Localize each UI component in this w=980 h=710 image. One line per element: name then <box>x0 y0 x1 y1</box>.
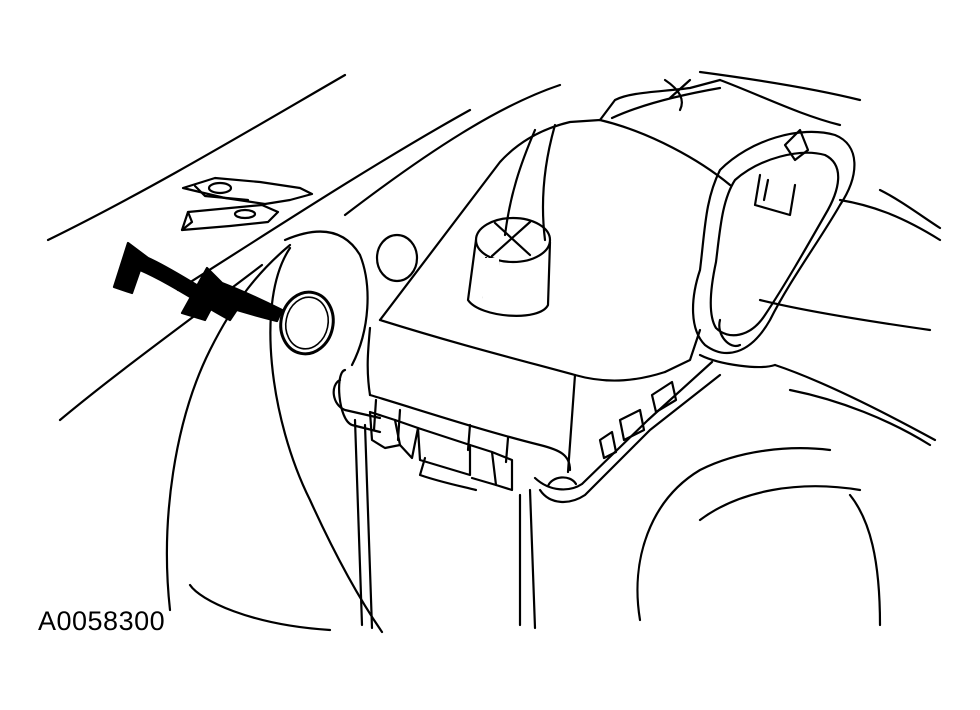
body-panel-contours <box>46 73 562 634</box>
mounting-tray <box>332 360 722 630</box>
figure-id-code: A0058300 <box>38 606 166 636</box>
hose-clamp <box>692 128 856 369</box>
filler-cap <box>466 216 552 317</box>
seal-ring <box>279 290 335 356</box>
panel-hole <box>375 233 419 283</box>
intake-duct <box>598 70 942 447</box>
latch-clips <box>368 380 678 492</box>
mounting-bracket <box>180 176 314 232</box>
callout-arrow-front <box>180 266 284 323</box>
callout-arrows <box>112 241 284 323</box>
fender-contour <box>636 447 882 627</box>
